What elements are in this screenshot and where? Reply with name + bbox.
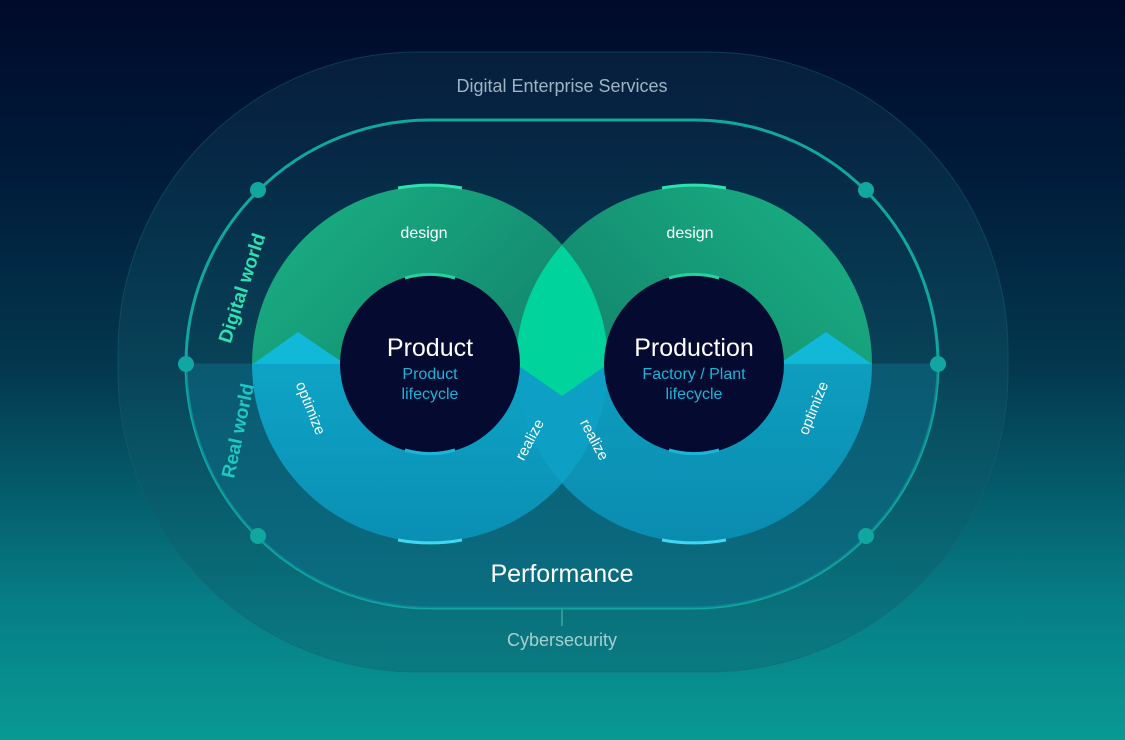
track-node-bottom-left	[250, 528, 266, 544]
right-ring-bottom-accent	[661, 538, 727, 545]
performance-label: Performance	[490, 560, 633, 588]
product-design-label: design	[400, 225, 447, 242]
production-subtitle-1: Factory / Plant	[642, 366, 746, 383]
left-optimize-notch	[253, 332, 345, 364]
loops-overlap-real	[516, 364, 608, 483]
production-core-top-accent	[668, 273, 720, 280]
track-node-bottom-right	[858, 528, 874, 544]
product-title: Product	[387, 334, 473, 362]
cybersecurity-label: Cybersecurity	[507, 630, 617, 650]
left-ring-top-accent	[397, 183, 463, 190]
production-title: Production	[634, 334, 754, 362]
right-optimize-notch	[779, 332, 872, 364]
production-core	[604, 274, 784, 454]
product-subtitle-1: Product	[402, 366, 458, 383]
track-node-top-right	[858, 182, 874, 198]
product-core-top-accent	[404, 273, 456, 280]
left-ring-bottom-accent	[397, 538, 463, 545]
production-core-bottom-accent	[668, 448, 720, 455]
services-label: Digital Enterprise Services	[456, 76, 667, 96]
track-node-mid-right	[930, 356, 946, 372]
product-subtitle-2: lifecycle	[402, 386, 459, 403]
production-design-label: design	[666, 225, 713, 242]
track-node-mid-left	[178, 356, 194, 372]
realize-crossover	[516, 364, 608, 396]
production-subtitle-2: lifecycle	[666, 386, 723, 403]
product-core	[340, 274, 520, 454]
product-core-bottom-accent	[404, 448, 456, 455]
loops-overlap-digital	[516, 245, 608, 364]
right-ring-top-accent	[661, 183, 727, 190]
track-node-top-left	[250, 182, 266, 198]
